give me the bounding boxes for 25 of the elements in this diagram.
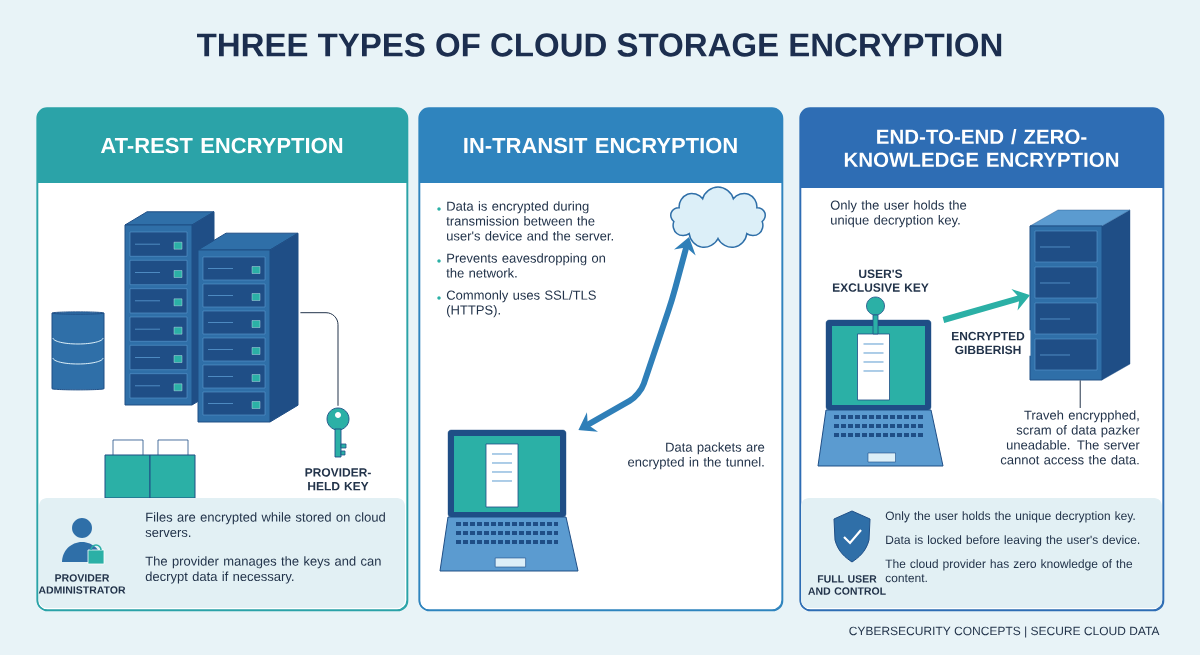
note-text: Traveh encrypphed, scram of data pazker uneadable. The server cannot access the data. [1000,410,1140,465]
heading-label: FULL USER AND CONTROL [808,575,886,595]
leader-line [1079,379,1081,409]
footer-caption: CYBERSECURITY CONCEPTS | SECURE CLOUD DATA [849,626,1160,638]
heading-label: PROVIDER ADMINISTRATOR [38,574,126,594]
description-text: The provider manages the keys and can decrypt data if necessary. [145,556,381,584]
heading-label: USER'S EXCLUSIVE KEY [832,269,929,292]
arrow [942,288,1030,323]
heading-label: PROVIDER-HELD KEY [305,468,371,491]
edge-label: ENCRYPTED GIBBERISH [945,330,1031,356]
bullet-item: Data is encrypted during transmission between the user's device and the server. [437,201,613,241]
description-text: Only the user holds the unique decryption key. [885,511,1135,523]
bullet-item: Commonly uses SSL/TLS (HTTPS). [437,290,596,318]
key-icon [326,407,350,458]
bullet-item: Prevents eavesdropping on the network. [437,253,606,278]
description-text: Files are encrypted while stored on cloud servers. [145,512,385,538]
description-text: Data is locked before leaving the user's device. [886,535,1140,547]
leader-line [299,312,339,407]
caption-text: Data packets are encrypted in the tunnel. [628,442,765,470]
laptop-drawing [439,429,579,572]
server-drawing [1029,209,1131,381]
description-text: The cloud provider has zero knowledge of the content. [885,559,1133,583]
title: THREE TYPES OF CLOUD STORAGE ENCRYPTION [197,33,1002,57]
caption-text: Only the user holds the unique decryption key. [830,200,967,228]
cloud-shape [670,186,766,249]
